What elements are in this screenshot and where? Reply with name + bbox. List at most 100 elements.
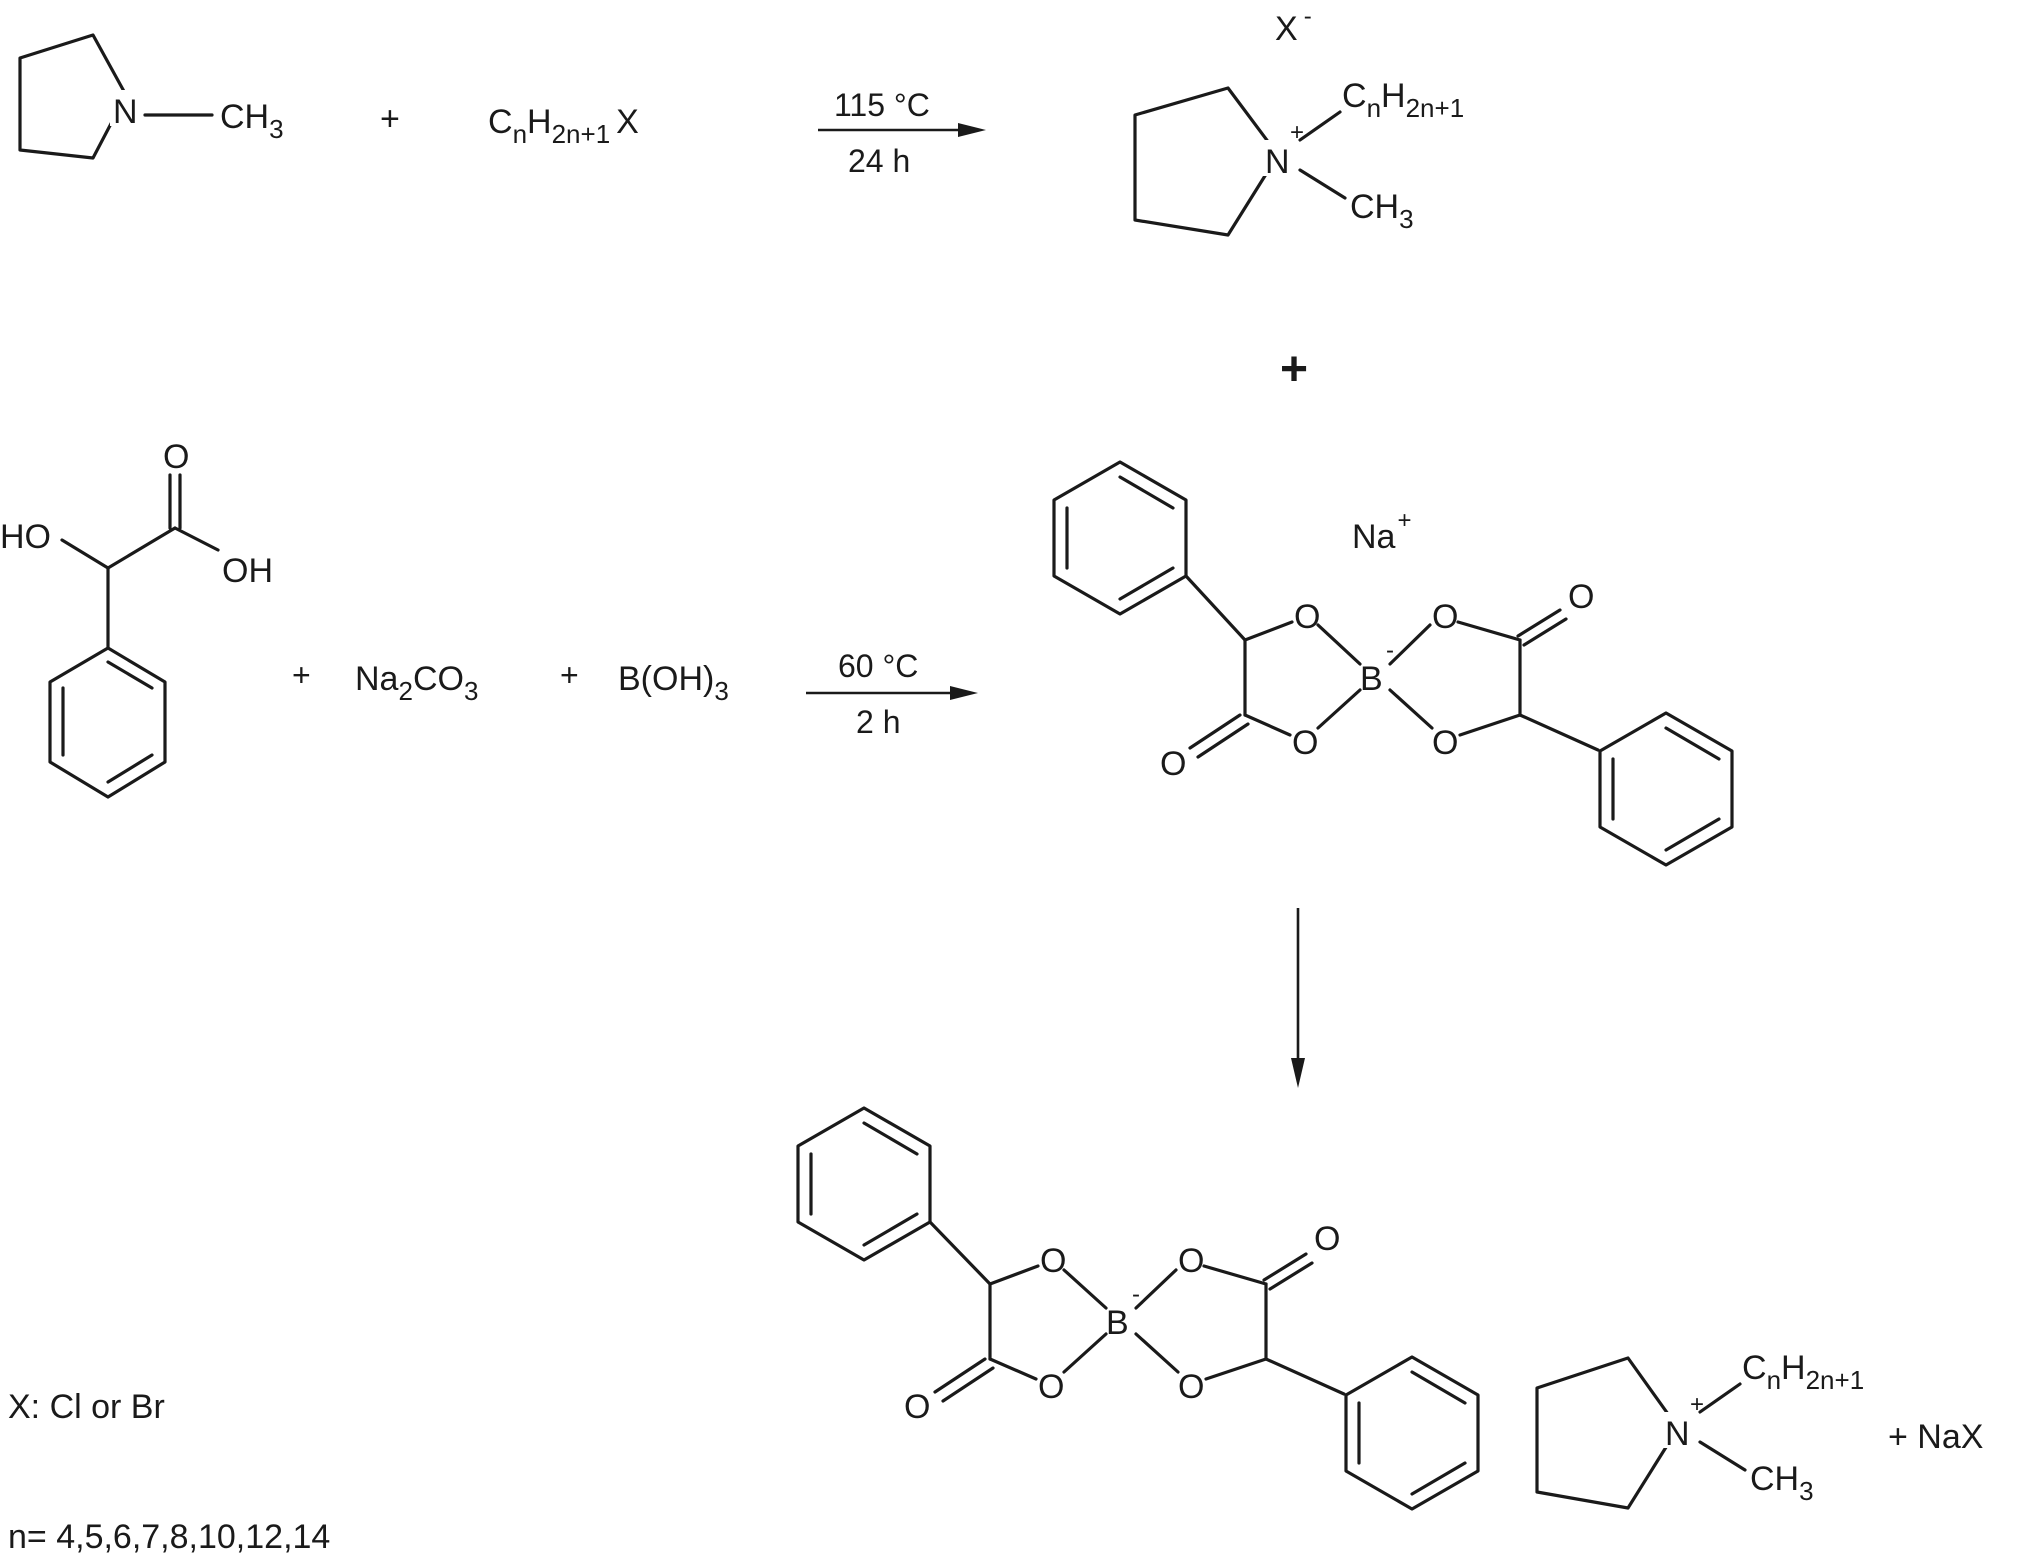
benzene-double-bond — [1410, 1461, 1467, 1496]
sodium-bis-mandelato-borate: Na+ O B - O O O O O — [1052, 460, 1734, 867]
carbonyl-bond-a — [1188, 713, 1242, 750]
reaction-arrow-2: 60 °C 2 h — [806, 648, 978, 740]
phenyl-bond — [1184, 574, 1247, 642]
methyl-bond — [1698, 1440, 1747, 1472]
benzene-ring-top — [1052, 460, 1188, 616]
ring-bond — [988, 1264, 1040, 1286]
oxygen-label: O — [1432, 724, 1458, 762]
benzene-double-bond — [1118, 475, 1175, 510]
acid-hydroxyl-label: OH — [222, 552, 273, 590]
bis-mandelato-borate-anion: O B - O O O O O — [796, 1106, 1480, 1511]
oxygen-label: O — [1038, 1368, 1064, 1406]
ring-bond — [1316, 623, 1362, 666]
ring-bond — [1456, 620, 1522, 642]
sodium-counterion: Na+ — [1352, 507, 1411, 556]
positive-charge: + — [1290, 119, 1304, 146]
mandelic-acid: HO O OH — [0, 438, 273, 799]
ring-bond — [1316, 688, 1362, 730]
carbonyl-oxygen: O — [163, 438, 189, 476]
halide-anion: X- — [1275, 3, 1312, 48]
carbonyl-oxygen: O — [904, 1388, 930, 1426]
phenyl-bond — [1518, 713, 1600, 752]
oxygen-label: O — [1432, 598, 1458, 636]
ring-bond — [1134, 1268, 1178, 1310]
pyrrolidinium-cation: N + CnH2n+1 CH3 — [1535, 1349, 1864, 1510]
carbonyl-bond-b — [1522, 617, 1568, 647]
methyl-bond — [1298, 168, 1347, 200]
arrow-head — [950, 686, 978, 700]
nitrogen-label: N — [1665, 1415, 1690, 1453]
oxygen-label: O — [1292, 724, 1318, 762]
nitrogen-label: N — [113, 93, 138, 131]
negative-charge: - — [1132, 1281, 1140, 1308]
ring-bond — [1134, 1332, 1180, 1374]
ring-bond — [1204, 1357, 1268, 1381]
ring-bond — [1062, 1268, 1108, 1310]
halide-definition: X: Cl or Br — [8, 1388, 165, 1426]
ring-bond — [1243, 713, 1292, 737]
phenyl-bond — [928, 1220, 992, 1286]
alkyl-chain-label: CnH2n+1 — [1742, 1349, 1864, 1395]
carbonyl-bond-b — [1268, 1261, 1314, 1291]
oxygen-label: O — [1040, 1242, 1066, 1280]
benzene-double-bond — [862, 1121, 919, 1156]
carbonyl-bond-b — [941, 1366, 995, 1403]
arrow-head — [958, 123, 986, 137]
benzene-double-bond — [106, 753, 154, 784]
chain-length-definition: n= 4,5,6,7,8,10,12,14 — [8, 1518, 330, 1556]
pyrrolidinium-ring — [1133, 86, 1280, 237]
methyl-label: CH3 — [1750, 1460, 1814, 1506]
plus-sign: + — [380, 100, 400, 138]
condition-temperature: 60 °C — [838, 648, 918, 684]
benzene-double-bond — [1410, 1370, 1467, 1405]
atom-mask — [1262, 140, 1298, 176]
carbonyl-bond-a — [1516, 608, 1562, 638]
ring-bond — [1062, 1332, 1108, 1374]
metathesis-arrow — [1291, 908, 1305, 1088]
positive-charge: + — [1690, 1391, 1704, 1418]
alkyl-chain-bond — [1298, 110, 1342, 142]
carbonyl-bond-a — [933, 1357, 987, 1394]
benzene-ring-bottom — [1598, 711, 1734, 867]
carbonyl-oxygen: O — [1314, 1220, 1340, 1258]
nitrogen-label: N — [1265, 143, 1290, 181]
pyrrolidinium-ring — [1535, 1356, 1680, 1510]
condition-temperature: 115 °C — [834, 87, 930, 123]
benzene-double-bond — [106, 660, 154, 690]
arrow-head — [1291, 1058, 1305, 1088]
boric-acid-formula: B(OH)3 — [618, 660, 729, 706]
pyrrolidinium-halide-product: X- N + CnH2n+1 CH3 — [1133, 3, 1464, 237]
benzene-ring — [48, 646, 167, 799]
acid-hydroxyl-bond — [173, 526, 220, 552]
boron-label: B — [1360, 660, 1383, 698]
oxygen-label: O — [1294, 598, 1320, 636]
combine-plus-sign: + — [1280, 343, 1308, 396]
ring-bond — [1388, 623, 1432, 666]
pyrrolidine-ring — [18, 33, 128, 160]
carbonyl-bond-b — [1196, 722, 1250, 759]
alkyl-chain-bond — [1698, 1382, 1742, 1414]
ring-bond — [1202, 1264, 1268, 1286]
condition-time: 2 h — [856, 704, 900, 740]
benzene-double-bond — [1664, 817, 1721, 852]
n-methylpyrrolidine: N CH3 — [18, 33, 284, 160]
carbonyl-oxygen: O — [1160, 745, 1186, 783]
ring-bond — [1388, 688, 1434, 730]
ring-bond — [1243, 620, 1294, 642]
atom-mask — [1662, 1412, 1698, 1448]
ring-bond — [1458, 713, 1522, 737]
atom-mask — [110, 90, 140, 126]
plus-sign: + — [292, 657, 311, 693]
hydroxyl-bond — [60, 538, 110, 570]
benzene-double-bond — [1664, 726, 1721, 761]
methyl-label: CH3 — [220, 98, 284, 144]
boron-label: B — [1106, 1304, 1129, 1342]
reaction-arrow-1: 115 °C 24 h — [818, 87, 986, 179]
condition-time: 24 h — [848, 143, 910, 179]
sodium-halide-byproduct: + NaX — [1888, 1418, 1983, 1456]
phenyl-bond — [1264, 1357, 1346, 1396]
sodium-carbonate-formula: Na2CO3 — [355, 660, 478, 706]
methyl-label: CH3 — [1350, 188, 1414, 234]
